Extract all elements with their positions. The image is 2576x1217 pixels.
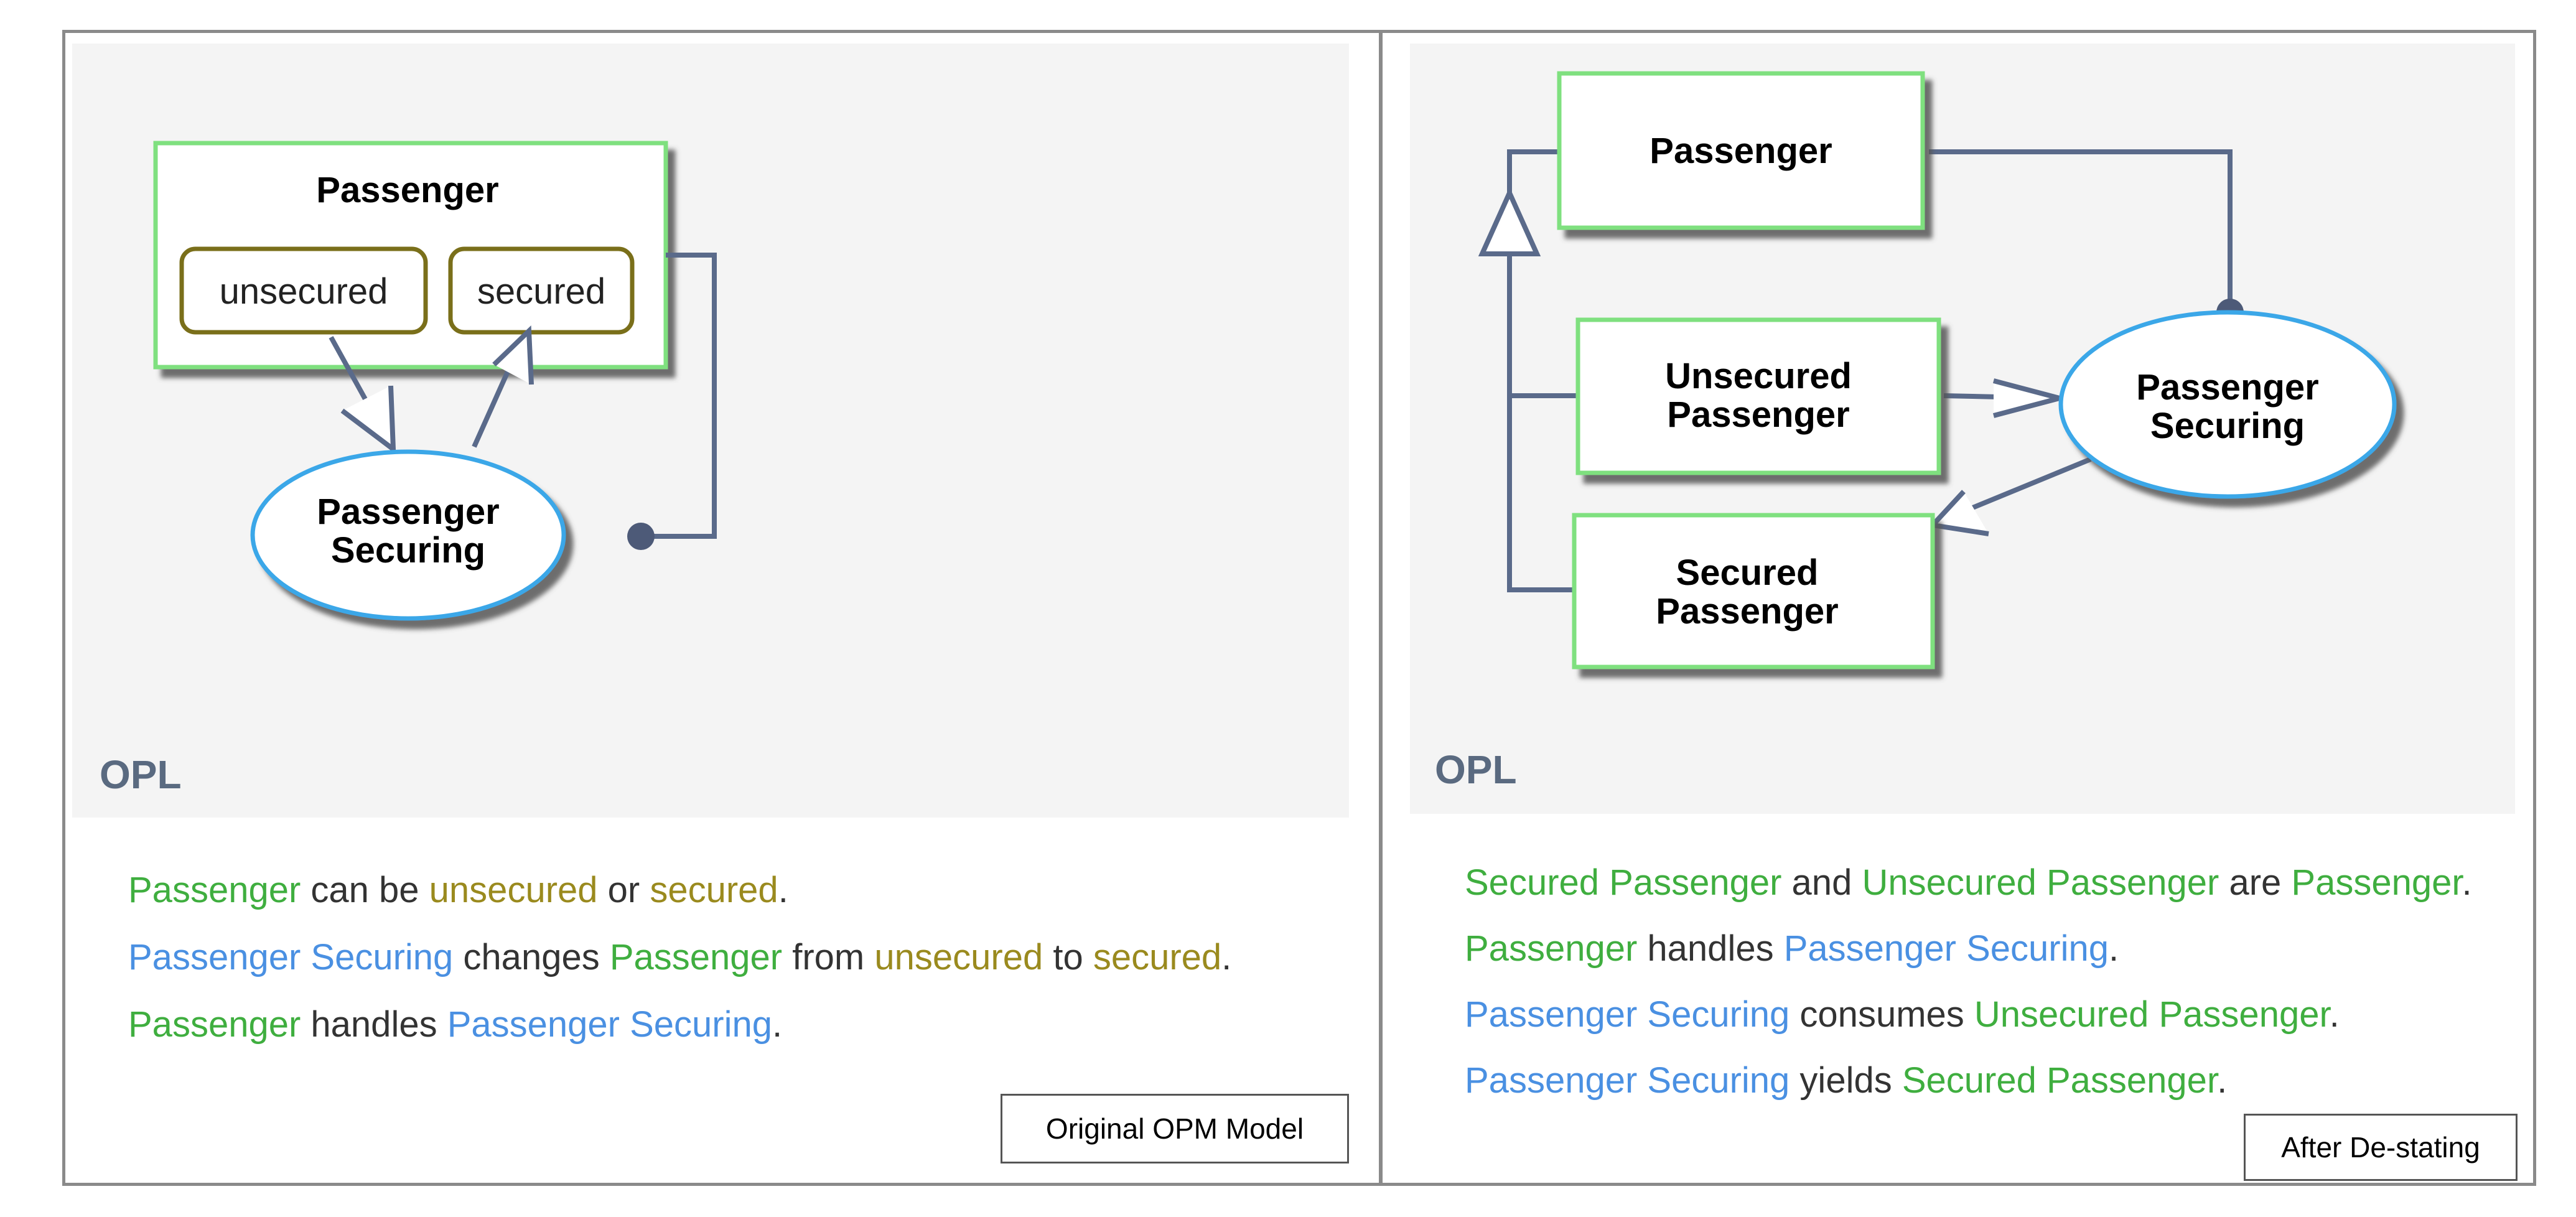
right-opl-bar — [1410, 722, 2515, 814]
left-output-arrow — [472, 325, 534, 448]
right-opl-line: Passenger Securing consumes Unsecured Pa… — [1465, 997, 2340, 1033]
right-opl-segment: and — [1781, 862, 1862, 903]
right-opl-title: OPL — [1435, 747, 1517, 792]
left-opl-segment: changes — [453, 937, 610, 977]
right-opl-segment: yields — [1790, 1060, 1902, 1101]
left-state-secured[interactable]: secured — [448, 246, 635, 335]
left-opl-title: OPL — [100, 752, 182, 797]
right-input-arrow — [1943, 378, 2070, 418]
left-opl-segment: can be — [301, 870, 429, 910]
right-opl-segment: Passenger — [2291, 862, 2462, 903]
right-opl-segment: handles — [1637, 928, 1784, 969]
left-state-unsecured[interactable]: unsecured — [179, 246, 428, 335]
left-opl-segment: Passenger — [609, 937, 783, 977]
right-secured-label-1: Secured — [1676, 553, 1819, 593]
left-process-label-2: Securing — [331, 530, 485, 571]
right-opl-line: Passenger handles Passenger Securing. — [1465, 931, 2119, 967]
right-unsecured-passenger-object[interactable]: Unsecured Passenger — [1575, 317, 1941, 475]
right-unsecured-label-1: Unsecured — [1665, 356, 1852, 396]
left-agent-link — [627, 253, 717, 550]
right-opl-segment: Unsecured Passenger — [1862, 862, 2219, 903]
left-opl-segment: Passenger — [128, 870, 301, 910]
right-output-arrow — [1927, 457, 2092, 536]
left-opl-segment: . — [1221, 937, 1232, 977]
right-process-label-1: Passenger — [2136, 367, 2318, 408]
right-passenger-label: Passenger — [1650, 131, 1832, 171]
right-opl-segment: consumes — [1790, 994, 1974, 1035]
left-process-label-1: Passenger — [317, 492, 499, 532]
right-unsecured-label-2: Passenger — [1667, 394, 1849, 435]
right-opl-segment: Passenger — [1465, 928, 1638, 969]
left-opl-segment: secured — [1093, 937, 1222, 977]
right-opl-segment: Unsecured Passenger — [1974, 994, 2330, 1035]
left-passenger-label: Passenger — [316, 170, 498, 210]
right-opl-segment: Secured Passenger — [1902, 1060, 2218, 1101]
right-process-passenger-securing[interactable]: Passenger Securing — [2058, 310, 2397, 499]
left-opl-bar — [72, 724, 1349, 818]
left-opl-segment: secured — [650, 870, 778, 910]
left-caption: Original OPM Model — [1001, 1094, 1349, 1163]
panel-divider — [1379, 30, 1383, 1186]
left-process-passenger-securing[interactable]: Passenger Securing — [250, 449, 566, 621]
right-opl-segment: Passenger Securing — [1465, 994, 1790, 1035]
right-opl-segment: . — [2217, 1060, 2228, 1101]
right-opl-segment: . — [2462, 862, 2472, 903]
left-state-unsecured-label: unsecured — [220, 271, 388, 312]
right-secured-label-2: Passenger — [1656, 591, 1838, 632]
left-opl-segment: unsecured — [429, 870, 598, 910]
right-opl-segment: Secured Passenger — [1465, 862, 1782, 903]
left-opl-segment: Passenger — [128, 1004, 301, 1045]
left-opl-segment: from — [782, 937, 875, 977]
left-opl-line: Passenger handles Passenger Securing. — [128, 1007, 782, 1043]
right-opl-line: Passenger Securing yields Secured Passen… — [1465, 1063, 2227, 1099]
right-caption: After De-stating — [2244, 1114, 2518, 1181]
left-opl-segment: Passenger Securing — [128, 937, 454, 977]
left-opl-line: Passenger Securing changes Passenger fro… — [128, 940, 1231, 976]
right-opl-segment: are — [2219, 862, 2292, 903]
left-opl-line: Passenger can be unsecured or secured. — [128, 872, 788, 908]
left-opl-segment: . — [772, 1004, 783, 1045]
right-generalization-link — [1478, 149, 1580, 592]
right-agent-link — [1929, 149, 2244, 326]
right-opl-segment: Passenger Securing — [1783, 928, 2109, 969]
right-opl-segment: . — [2329, 994, 2340, 1035]
left-opl-segment: handles — [301, 1004, 447, 1045]
right-opl-line: Secured Passenger and Unsecured Passenge… — [1465, 865, 2472, 901]
left-opl-segment: Passenger Securing — [447, 1004, 773, 1045]
left-opl-segment: . — [778, 870, 788, 910]
right-opl-segment: Passenger Securing — [1465, 1060, 1790, 1101]
right-passenger-object[interactable]: Passenger — [1557, 71, 1925, 230]
left-opl-segment: to — [1043, 937, 1093, 977]
right-process-label-2: Securing — [2150, 406, 2305, 446]
left-input-arrow — [329, 336, 396, 455]
left-opl-segment: or — [597, 870, 650, 910]
left-opl-segment: unsecured — [874, 937, 1043, 977]
right-opl-segment: . — [2109, 928, 2119, 969]
left-state-secured-label: secured — [477, 271, 605, 312]
right-secured-passenger-object[interactable]: Secured Passenger — [1572, 513, 1935, 669]
